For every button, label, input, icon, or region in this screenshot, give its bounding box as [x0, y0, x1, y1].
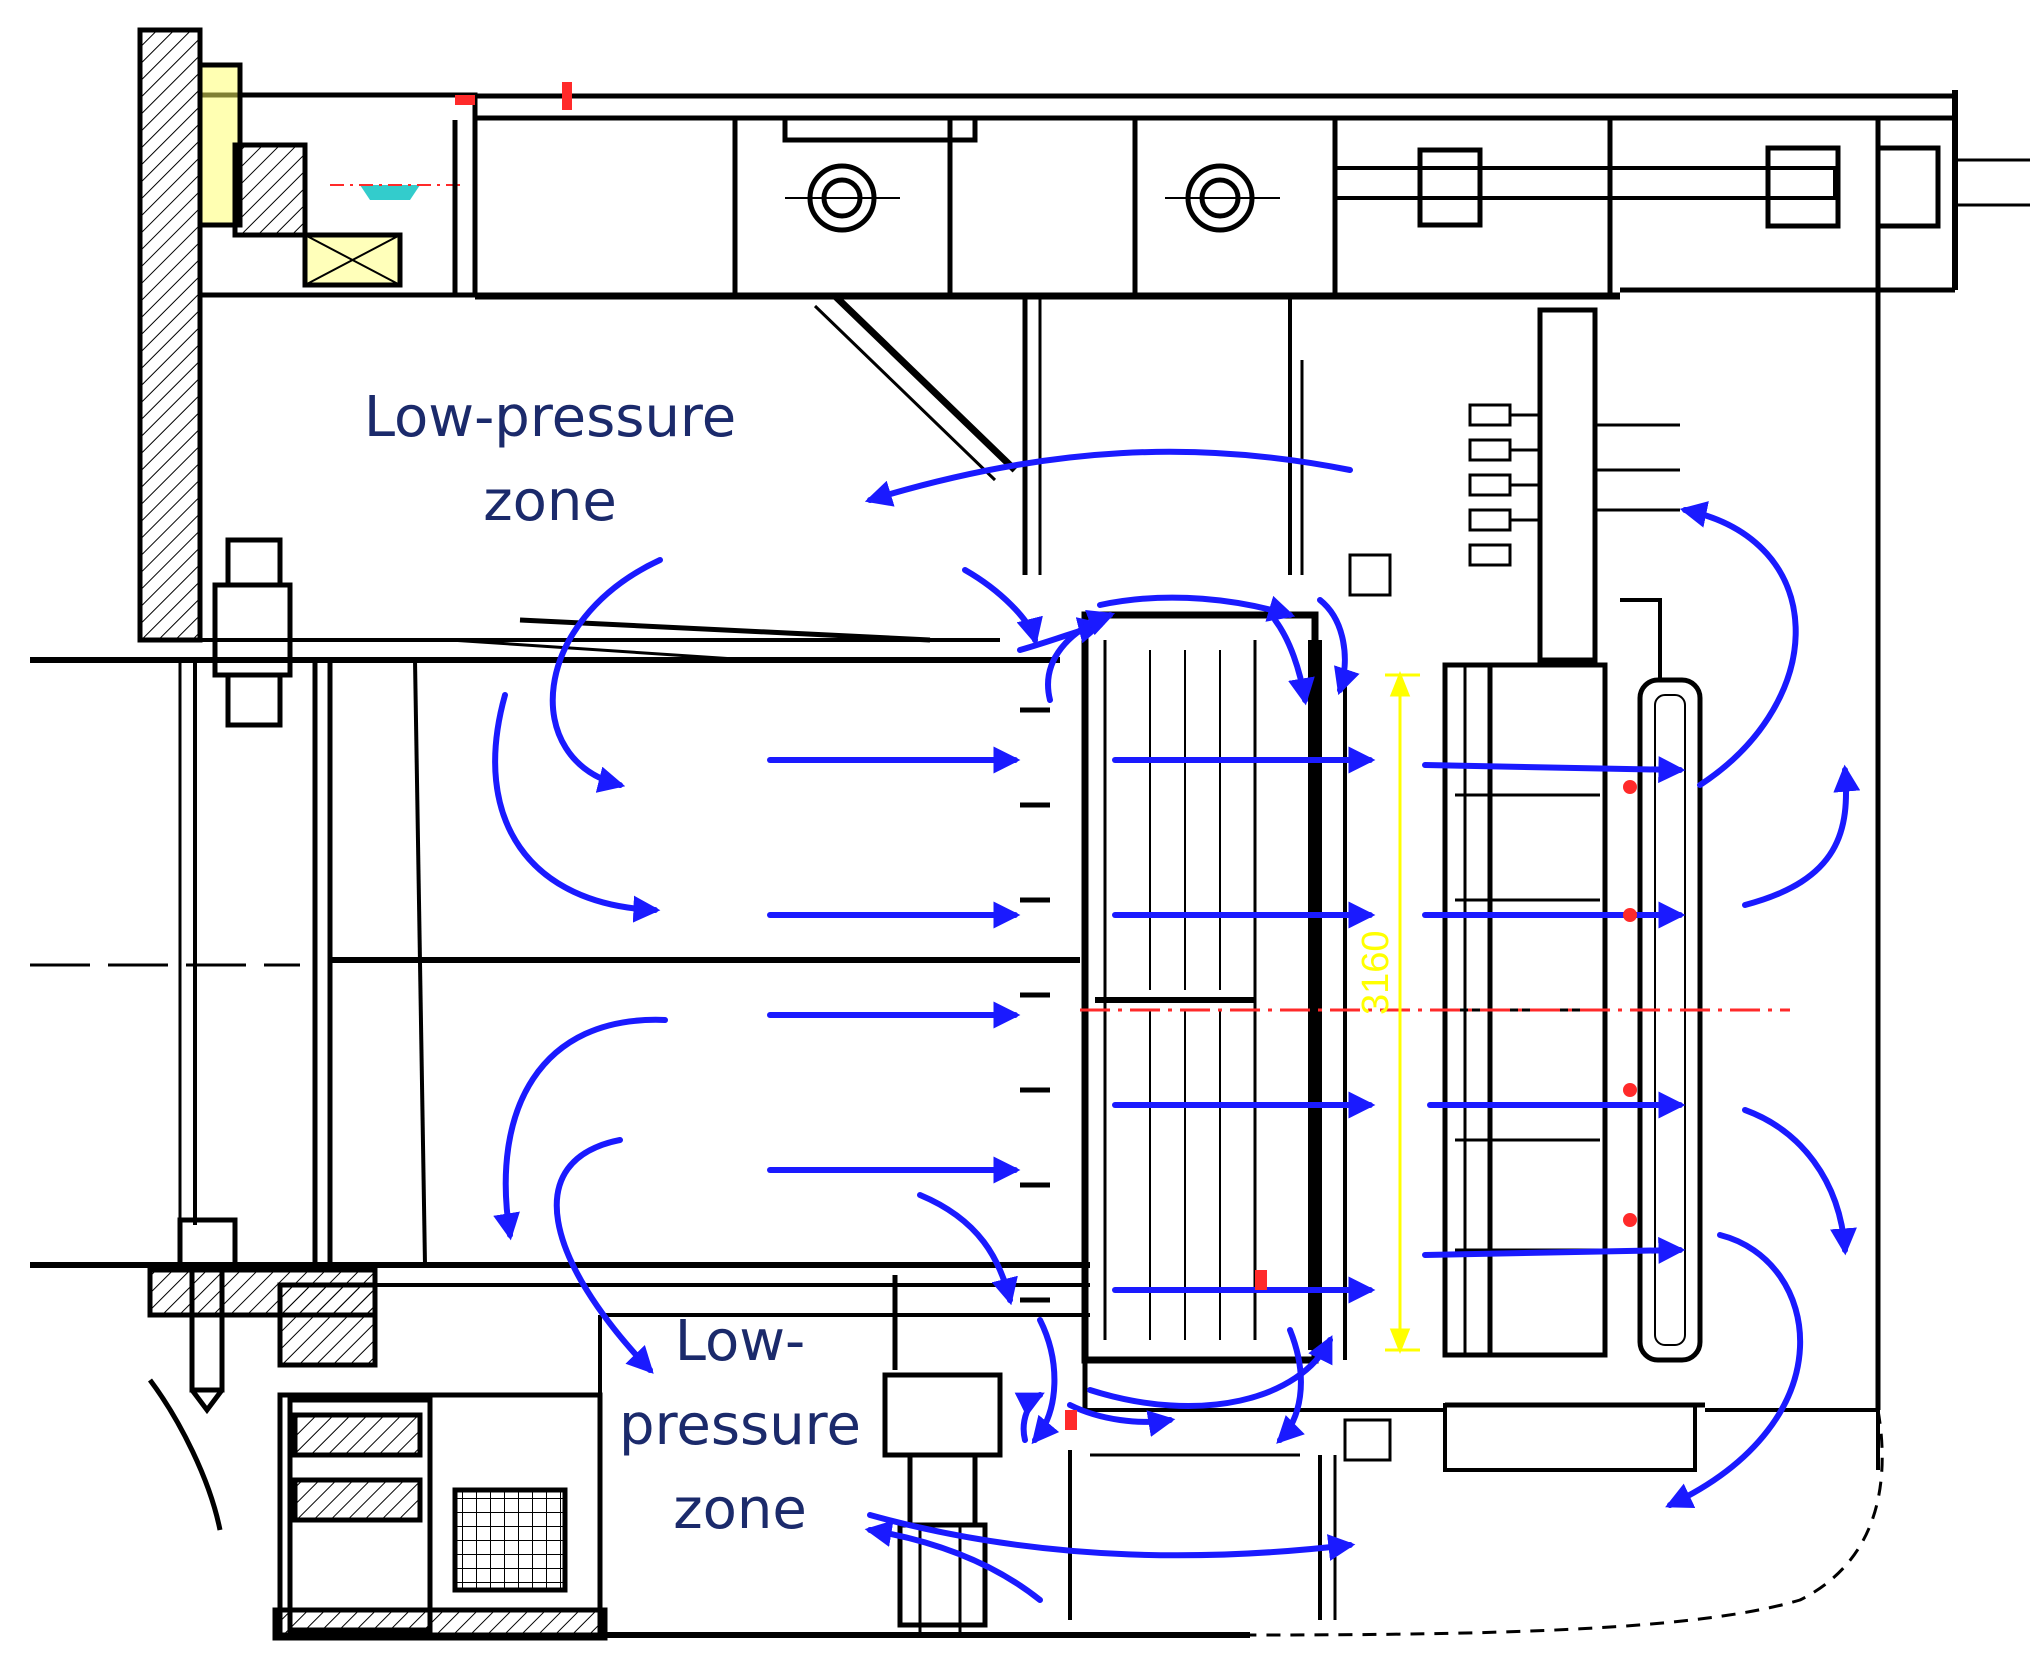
- zone-label-upper: Low-pressure zone: [330, 376, 770, 544]
- flow-arrow-icon: [553, 1137, 654, 1374]
- flow-arrow-icon: [1276, 1327, 1305, 1444]
- flow-arrow-icon: [867, 1512, 1356, 1561]
- bolt-icon: [1165, 163, 1280, 233]
- flow-arrow-icon: [1067, 1402, 1176, 1437]
- flow-arrow-icon: [1097, 594, 1296, 622]
- flow-arrow-icon: [1742, 764, 1861, 908]
- bolt-icon: [177, 1217, 238, 1415]
- dimension-label: 3160: [1355, 930, 1397, 1015]
- zone-label-upper-line-1: Low-pressure: [363, 385, 737, 450]
- flow-arrow-icon: [493, 1016, 668, 1241]
- flow-arrow-icon: [864, 448, 1353, 507]
- flow-arrow-icon: [1422, 1236, 1686, 1264]
- flow-arrow-icon: [1045, 609, 1116, 703]
- flow-arrow-icon: [917, 1192, 1018, 1306]
- zone-label-lower-line-1: Low-: [674, 1309, 806, 1374]
- zone-label-lower-line-2: pressure: [619, 1393, 861, 1458]
- flow-arrow-icon: [1014, 1392, 1045, 1443]
- dimension-line: [1385, 670, 1420, 1355]
- flow-arrow-icon: [549, 557, 663, 793]
- flow-arrow-icon: [1742, 1107, 1857, 1256]
- flow-arrow-icon: [1087, 1335, 1333, 1409]
- flow-arrow-icon: [1679, 501, 1799, 788]
- flow-arrows: [492, 448, 1861, 1603]
- flow-arrow-icon: [962, 567, 1043, 646]
- flow-arrow-icon: [1665, 1232, 1803, 1508]
- zone-label-upper-line-2: zone: [483, 469, 617, 534]
- bolt-icon: [785, 163, 900, 233]
- zone-label-lower: Low- pressure zone: [590, 1300, 890, 1552]
- zone-label-lower-line-3: zone: [673, 1477, 807, 1542]
- flow-arrow-icon: [492, 692, 661, 923]
- flow-arrow-icon: [1272, 617, 1315, 706]
- flow-arrow-icon: [1031, 1317, 1060, 1445]
- flow-arrow-icon: [1317, 597, 1360, 696]
- flow-arrow-icon: [1422, 756, 1686, 784]
- frame-structure: [30, 27, 2030, 1641]
- red-markers: [455, 82, 1637, 1430]
- bolt-icon: [212, 537, 293, 728]
- flow-arrow-icon: [864, 1520, 1043, 1603]
- bearing-icon: [272, 1392, 608, 1641]
